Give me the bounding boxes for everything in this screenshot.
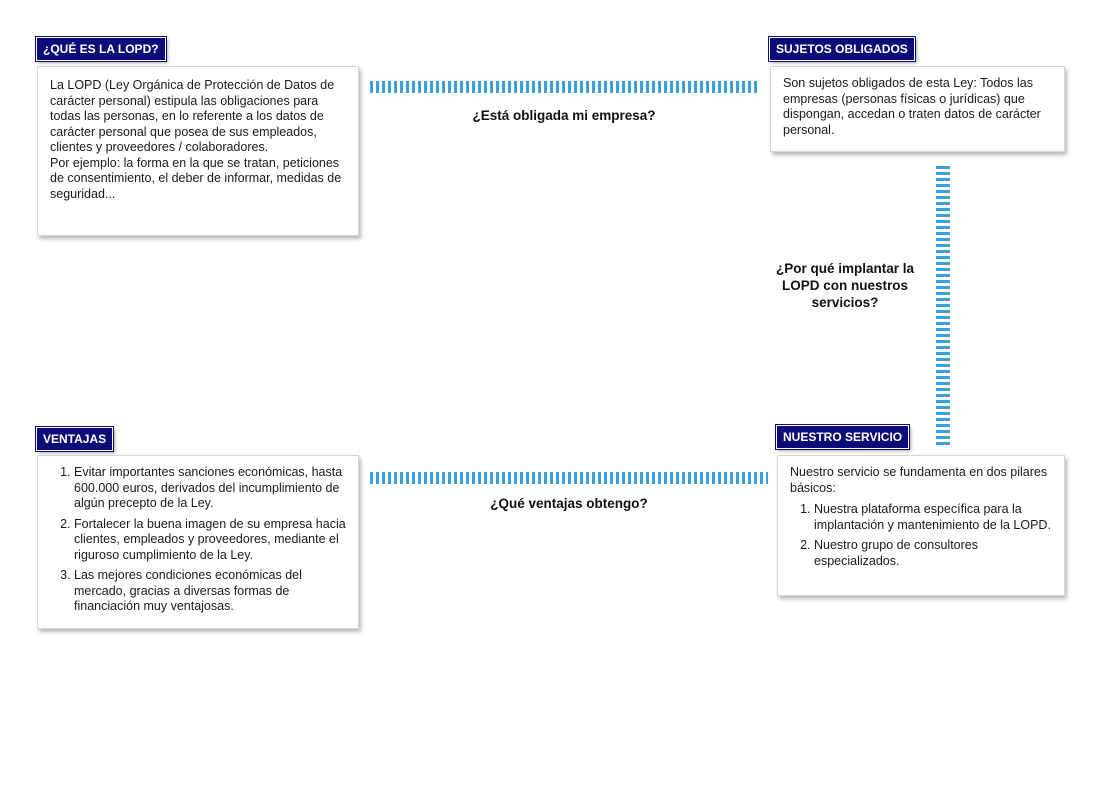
question-ventajas: ¿Qué ventajas obtengo? — [490, 496, 648, 511]
ventajas-title: VENTAJAS — [34, 426, 115, 452]
ventajas-box: Evitar importantes sanciones económicas,… — [37, 455, 359, 629]
lopd-text: La LOPD (Ley Orgánica de Protección de D… — [50, 78, 335, 154]
lopd-title: ¿QUÉ ES LA LOPD? — [35, 36, 167, 62]
question-implantar: ¿Por qué implantar la LOPD con nuestros … — [775, 261, 915, 310]
connector-top — [370, 81, 758, 93]
sujetos-text: Son sujetos obligados de esta Ley: Todos… — [783, 76, 1041, 137]
ventajas-item: Evitar importantes sanciones económicas,… — [74, 465, 348, 512]
ventajas-list: Evitar importantes sanciones económicas,… — [50, 465, 348, 615]
ventajas-item: Fortalecer la buena imagen de su empresa… — [74, 517, 348, 564]
lopd-example-text: Por ejemplo: la forma en la que se trata… — [50, 155, 342, 201]
servicio-intro: Nuestro servicio se fundamenta en dos pi… — [790, 465, 1048, 495]
connector-bottom — [370, 472, 768, 484]
servicio-item: Nuestra plataforma específica para la im… — [814, 502, 1052, 533]
ventajas-item: Las mejores condiciones económicas del m… — [74, 568, 348, 615]
servicio-title: NUESTRO SERVICIO — [774, 424, 911, 450]
connector-right — [936, 166, 950, 448]
question-obligada: ¿Está obligada mi empresa? — [472, 108, 656, 123]
sujetos-box: Son sujetos obligados de esta Ley: Todos… — [770, 66, 1065, 152]
servicio-item: Nuestro grupo de consultores especializa… — [814, 538, 1052, 569]
servicio-box: Nuestro servicio se fundamenta en dos pi… — [777, 455, 1065, 596]
lopd-box: La LOPD (Ley Orgánica de Protección de D… — [37, 66, 359, 236]
servicio-list: Nuestra plataforma específica para la im… — [790, 502, 1052, 569]
sujetos-title: SUJETOS OBLIGADOS — [768, 36, 916, 62]
